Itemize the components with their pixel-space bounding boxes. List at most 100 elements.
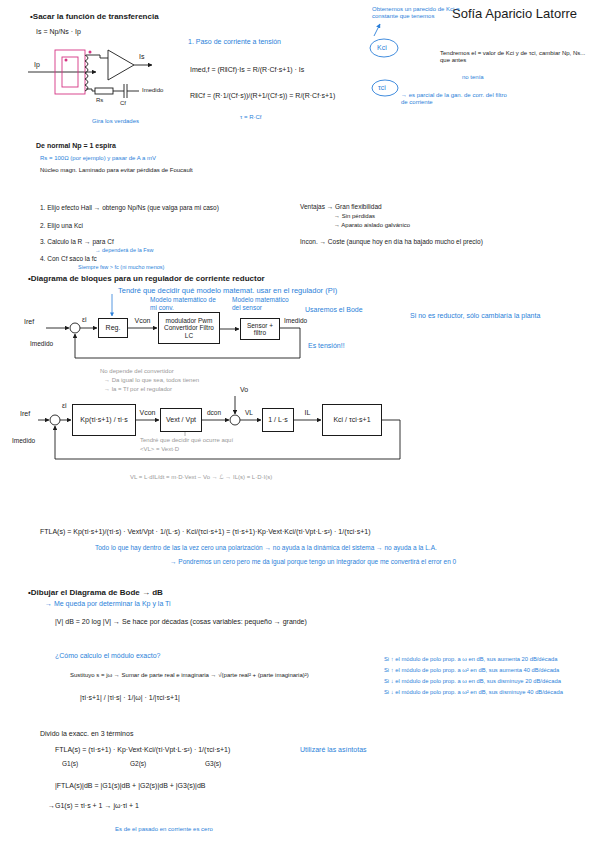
note-text: Tendremos el = valor de Kci y de τci, ca… — [440, 50, 590, 64]
note-text: Si no es reductor, sólo cambiaría la pla… — [410, 312, 560, 320]
note-text: no tenía — [462, 74, 484, 81]
connector-arrow — [136, 420, 159, 421]
note-text: |τi·s+1| / |τi·s| · 1/|ω| · 1/|τci·s+1| — [80, 694, 180, 702]
note-text: Divido la exacc. en 3 términos — [40, 730, 133, 738]
note-text: Kci — [377, 44, 387, 52]
note-text: •Diagrama de bloques para un regulador d… — [28, 274, 265, 284]
edge-label: IL — [304, 409, 312, 417]
connector-arrow — [220, 329, 239, 330]
note-text: Todo lo que hay dentro de las la vez cer… — [95, 544, 555, 552]
note-text: dcon — [207, 409, 221, 417]
note-text: 3. Calculo la R → para Cf — [40, 238, 114, 246]
note-text: Is = Np/Ns · Ip — [36, 28, 81, 36]
note-text: εi — [62, 402, 67, 410]
note-text: Tendré que decidir qué modelo matemat. u… — [118, 286, 337, 295]
note-text: → Pondremos un cero pero me da igual por… — [170, 558, 590, 566]
note-text: Siempre fsw > fc (ni mucho menos) — [78, 264, 164, 271]
note-text: → la = Tf por el regulador — [104, 386, 172, 393]
note-text: Rs — [96, 97, 103, 104]
block-box: Sensor + filtro — [240, 318, 280, 340]
box-text: modulador Pwm Convertidor Filtro LC — [162, 317, 216, 339]
note-text: Gira los verdades — [92, 118, 139, 125]
note-text: Rs = 100Ω (por ejemplo) y pasar de A a m… — [40, 155, 156, 162]
note-text: Si ↓ el módulo de polo prop. a ω en dB, … — [384, 678, 594, 685]
note-text: 1. Elijo efecto Hall → obtengo Np/Ns (qu… — [40, 204, 219, 212]
note-text: FTLA(s) = (τi·s+1) · Kp·Vext·Kci/(τi·Vpt… — [55, 746, 230, 754]
note-text: <VL> = Vext·D — [140, 446, 179, 453]
note-text: Si ↓ el módulo de polo prop. a ω² en dB,… — [384, 689, 594, 696]
note-text: Vo — [240, 386, 248, 394]
block-diagram-2-wires — [38, 396, 400, 459]
highlight-ellipses — [370, 24, 398, 96]
note-text: Si ↑ el módulo de polo prop. a ω en dB, … — [384, 656, 594, 663]
note-text: → dependerá de la Fsw — [95, 247, 153, 254]
note-text: |V| dB = 20 log |V| → Se hace por década… — [55, 618, 307, 626]
note-text: FTLA(s) = Kp(τi·s+1)/(τi·s) · Vext/Vpt ·… — [40, 528, 580, 536]
note-text: τci — [378, 84, 386, 92]
block-box: 1 / L·s — [262, 408, 294, 432]
box-text: Kp(τi·s+1) / τi·s — [80, 416, 127, 424]
note-text: Imedido — [142, 87, 163, 94]
note-text: Ventajas → Gran flexibilidad — [300, 203, 382, 211]
note-text: Es tensión!! — [308, 342, 345, 350]
note-text: Tendré que decidir qué ocurre aquí — [140, 437, 233, 444]
block-box: Kci / τci·s+1 — [322, 404, 382, 436]
note-text: Modelo matemático de mi conv. — [150, 296, 218, 312]
note-text: VL — [245, 409, 253, 417]
note-text: Modelo matemático del sensor — [232, 296, 297, 312]
model-pointers — [112, 294, 113, 316]
note-text: •Sacar la función de transferencia — [30, 12, 159, 22]
note-text: Iref — [24, 318, 34, 326]
note-text: No depende del convertidor — [100, 368, 174, 375]
note-text: R‖Cf = (R·1/(Cf·s))/(R+1/(Cf·s)) = R/(R·… — [190, 92, 335, 100]
note-text: → Me queda por determinar la Kp y la Ti — [45, 600, 171, 608]
note-text: → Aparato aislado galvánico — [334, 222, 410, 229]
note-text: τ = R·Cf — [240, 114, 262, 121]
note-text: Utilizaré las asíntotas — [300, 746, 367, 754]
note-text: Incon. → Coste (aunque hoy en día ha baj… — [300, 238, 483, 246]
box-text: Vext / Vpt — [166, 416, 196, 424]
note-text: De normal Np = 1 espira — [36, 142, 116, 150]
note-text: → es parcial de la gan. de corr. del fil… — [401, 92, 511, 106]
note-text: Núcleo magn. Laminado para evitar pérdid… — [40, 167, 193, 174]
box-text: Sensor + filtro — [244, 322, 276, 337]
note-text: 2. Elijo una Kci — [40, 222, 83, 230]
box-text: 1 / L·s — [268, 416, 287, 424]
edge-label: Vcon — [139, 409, 157, 417]
block-box: Vext / Vpt — [160, 408, 202, 432]
note-text: Iref — [20, 410, 30, 418]
box-text: Reg. — [106, 324, 121, 332]
note-text: ¿Cómo calculo el módulo exacto? — [55, 652, 160, 660]
note-text: Es de el pasado en corriente es cero — [115, 826, 213, 833]
edge-label: Vcon — [134, 317, 152, 325]
note-text: →G1(s) = τi·s + 1 → jω·τi + 1 — [48, 802, 139, 810]
note-text: •Dibujar el Diagrama de Bode → dB — [28, 588, 163, 598]
note-text: G3(s) — [205, 760, 221, 768]
note-text: 1. Paso de corriente a tensión — [188, 38, 281, 46]
note-text: VL = L·dIL/dt = m·D·Vext − Vo → ℒ → IL(s… — [130, 474, 272, 481]
note-text: |FTLA(s)|dB = |G1(s)|dB + |G2(s)|dB + |G… — [55, 782, 206, 790]
note-text: Imedido — [12, 437, 35, 445]
note-text: Imedido — [284, 317, 307, 325]
note-text: Cf — [120, 100, 126, 107]
note-text: Is — [139, 53, 144, 61]
note-text: Obtenemos un parecido de Kci = constante… — [372, 6, 467, 20]
note-text: Imedido — [30, 340, 53, 348]
note-text: Sustituyo s = jω → Sumar de parte real e… — [70, 672, 370, 679]
note-text: Ip — [34, 61, 40, 69]
note-text: → Da igual lo que sea, todos tienen — [104, 377, 199, 384]
note-text: G1(s) — [62, 760, 78, 768]
note-text: Si ↑ el módulo de polo prop. a ω² en dB,… — [384, 667, 594, 674]
block-box: modulador Pwm Convertidor Filtro LC — [158, 312, 220, 344]
note-text: εi — [82, 316, 87, 324]
current-sensor-figure — [28, 50, 152, 98]
note-text: 4. Con Cf saco la fc — [40, 255, 97, 263]
connector-arrow — [128, 328, 157, 329]
note-text: Sofía Aparicio Latorre — [452, 6, 577, 22]
connector-arrow — [294, 420, 321, 421]
note-text: → Sin pérdidas — [334, 213, 375, 220]
block-box: Reg. — [98, 318, 128, 338]
box-text: Kci / τci·s+1 — [333, 416, 370, 424]
block-box: Kp(τi·s+1) / τi·s — [72, 404, 136, 436]
